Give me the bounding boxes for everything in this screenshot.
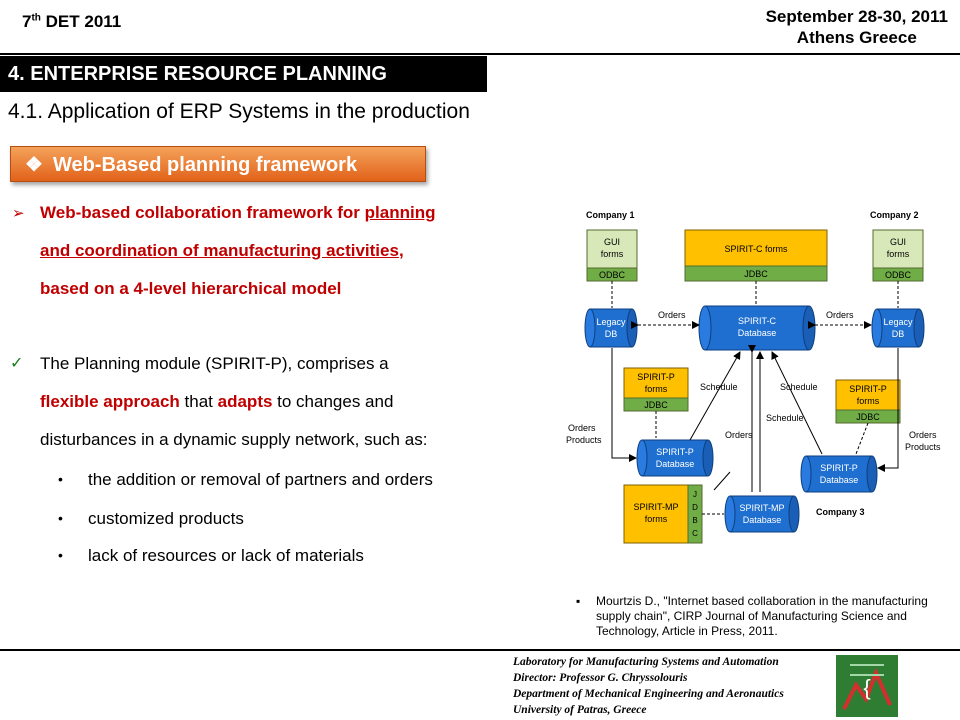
spirit-mp-forms: SPIRIT-MP forms J D B C bbox=[623, 484, 703, 544]
event-name: 7th DET 2011 bbox=[22, 12, 122, 31]
orders-label-right: Orders bbox=[826, 310, 854, 320]
bullet-dot: • bbox=[58, 471, 63, 487]
svg-text:SPIRIT-C: SPIRIT-C bbox=[738, 316, 777, 326]
bottom-divider bbox=[0, 649, 960, 651]
schedule-label-2: Schedule bbox=[780, 382, 818, 392]
footer-lab-info: Laboratory for Manufacturing Systems and… bbox=[513, 656, 784, 716]
sub-bullet-2: customized products bbox=[88, 509, 244, 528]
orders-label-left: Orders bbox=[658, 310, 686, 320]
diamond-bullet-icon: ❖ bbox=[25, 154, 43, 176]
reference-note: ▪ Mourtzis D., "Internet based collabora… bbox=[576, 594, 928, 638]
svg-text:SPIRIT-P: SPIRIT-P bbox=[656, 447, 694, 457]
bullet-dot: ▪ bbox=[576, 594, 581, 608]
spirit-p-database-right: SPIRIT-P Database bbox=[800, 455, 878, 493]
lms-logo-icon: { bbox=[836, 655, 898, 717]
svg-text:SPIRIT-MP: SPIRIT-MP bbox=[633, 502, 678, 512]
bullet-dot: • bbox=[58, 547, 63, 563]
svg-text:SPIRIT-MP: SPIRIT-MP bbox=[739, 503, 784, 513]
svg-text:Database: Database bbox=[656, 459, 695, 469]
svg-text:D: D bbox=[692, 503, 698, 512]
legacy-db-company-2: Legacy DB bbox=[871, 308, 925, 348]
spirit-architecture-diagram: Company 1 Company 2 Company 3 GUI forms … bbox=[566, 210, 941, 544]
checkmark-icon: ✓ bbox=[10, 355, 24, 372]
spirit-p-database-left: SPIRIT-P Database bbox=[636, 439, 714, 477]
orders-products-right-2: Products bbox=[905, 442, 941, 452]
bullet-dot: • bbox=[58, 510, 63, 526]
spirit-mp-database: SPIRIT-MP Database bbox=[724, 495, 800, 533]
top-divider bbox=[0, 53, 960, 55]
svg-text:SPIRIT-P: SPIRIT-P bbox=[849, 384, 887, 394]
event-date: September 28-30, 2011 bbox=[765, 7, 948, 26]
arrow-bullet-icon: ➢ bbox=[12, 205, 25, 222]
spirit-c-database: SPIRIT-C Database bbox=[698, 305, 816, 351]
section-title: 4. ENTERPRISE RESOURCE PLANNING bbox=[0, 56, 487, 92]
svg-text:Database: Database bbox=[743, 515, 782, 525]
legacy-db-company-1: Legacy DB bbox=[584, 308, 638, 348]
spirit-c-forms: SPIRIT-C forms JDBC bbox=[684, 229, 828, 282]
svg-text:Legacy: Legacy bbox=[883, 317, 913, 327]
svg-text:DB: DB bbox=[605, 329, 618, 339]
point-2: ✓ The Planning module (SPIRIT-P), compri… bbox=[10, 354, 428, 449]
orders-label-center: Orders bbox=[725, 430, 753, 440]
svg-text:GUI: GUI bbox=[604, 237, 620, 247]
svg-text:Legacy: Legacy bbox=[596, 317, 626, 327]
company-2-label: Company 2 bbox=[870, 210, 919, 220]
svg-text:{: { bbox=[863, 675, 870, 700]
svg-text:Database: Database bbox=[738, 328, 777, 338]
company-1-label: Company 1 bbox=[586, 210, 635, 220]
svg-text:forms: forms bbox=[887, 249, 910, 259]
svg-text:GUI: GUI bbox=[890, 237, 906, 247]
schedule-label-1: Schedule bbox=[700, 382, 738, 392]
svg-text:forms: forms bbox=[857, 396, 880, 406]
company-3-label: Company 3 bbox=[816, 507, 865, 517]
svg-text:DB: DB bbox=[892, 329, 905, 339]
svg-text:JDBC: JDBC bbox=[644, 400, 668, 410]
svg-text:JDBC: JDBC bbox=[856, 412, 880, 422]
point-1: ➢ Web-based collaboration framework for … bbox=[12, 203, 436, 298]
sub-bullet-3: lack of resources or lack of materials bbox=[88, 546, 364, 565]
svg-text:B: B bbox=[692, 516, 697, 525]
spirit-p-forms-left: SPIRIT-P forms JDBC bbox=[623, 367, 689, 412]
highlight-box: ❖Web-Based planning framework bbox=[10, 146, 426, 182]
svg-text:J: J bbox=[693, 490, 697, 499]
orders-products-left-2: Products bbox=[566, 435, 602, 445]
svg-text:forms: forms bbox=[601, 249, 624, 259]
svg-text:forms: forms bbox=[645, 514, 668, 524]
svg-text:SPIRIT-P: SPIRIT-P bbox=[820, 463, 858, 473]
svg-text:JDBC: JDBC bbox=[744, 269, 768, 279]
subsection-title: 4.1. Application of ERP Systems in the p… bbox=[8, 100, 470, 123]
spirit-p-forms-right: SPIRIT-P forms JDBC bbox=[835, 379, 901, 424]
svg-text:forms: forms bbox=[645, 384, 668, 394]
gui-forms-company-2: GUI forms ODBC bbox=[872, 229, 924, 282]
gui-forms-company-1: GUI forms ODBC bbox=[586, 229, 638, 282]
svg-text:ODBC: ODBC bbox=[599, 270, 626, 280]
event-date-location: September 28-30, 2011 Athens Greece bbox=[766, 6, 948, 48]
svg-text:Database: Database bbox=[820, 475, 859, 485]
orders-products-left-1: Orders bbox=[568, 423, 596, 433]
svg-text:SPIRIT-C forms: SPIRIT-C forms bbox=[724, 244, 788, 254]
svg-text:SPIRIT-P: SPIRIT-P bbox=[637, 372, 675, 382]
sub-bullet-1: the addition or removal of partners and … bbox=[88, 470, 433, 489]
svg-text:C: C bbox=[692, 529, 698, 538]
svg-text:ODBC: ODBC bbox=[885, 270, 912, 280]
schedule-label-3: Schedule bbox=[766, 413, 804, 423]
event-location: Athens Greece bbox=[796, 28, 917, 47]
orders-products-right-1: Orders bbox=[909, 430, 937, 440]
